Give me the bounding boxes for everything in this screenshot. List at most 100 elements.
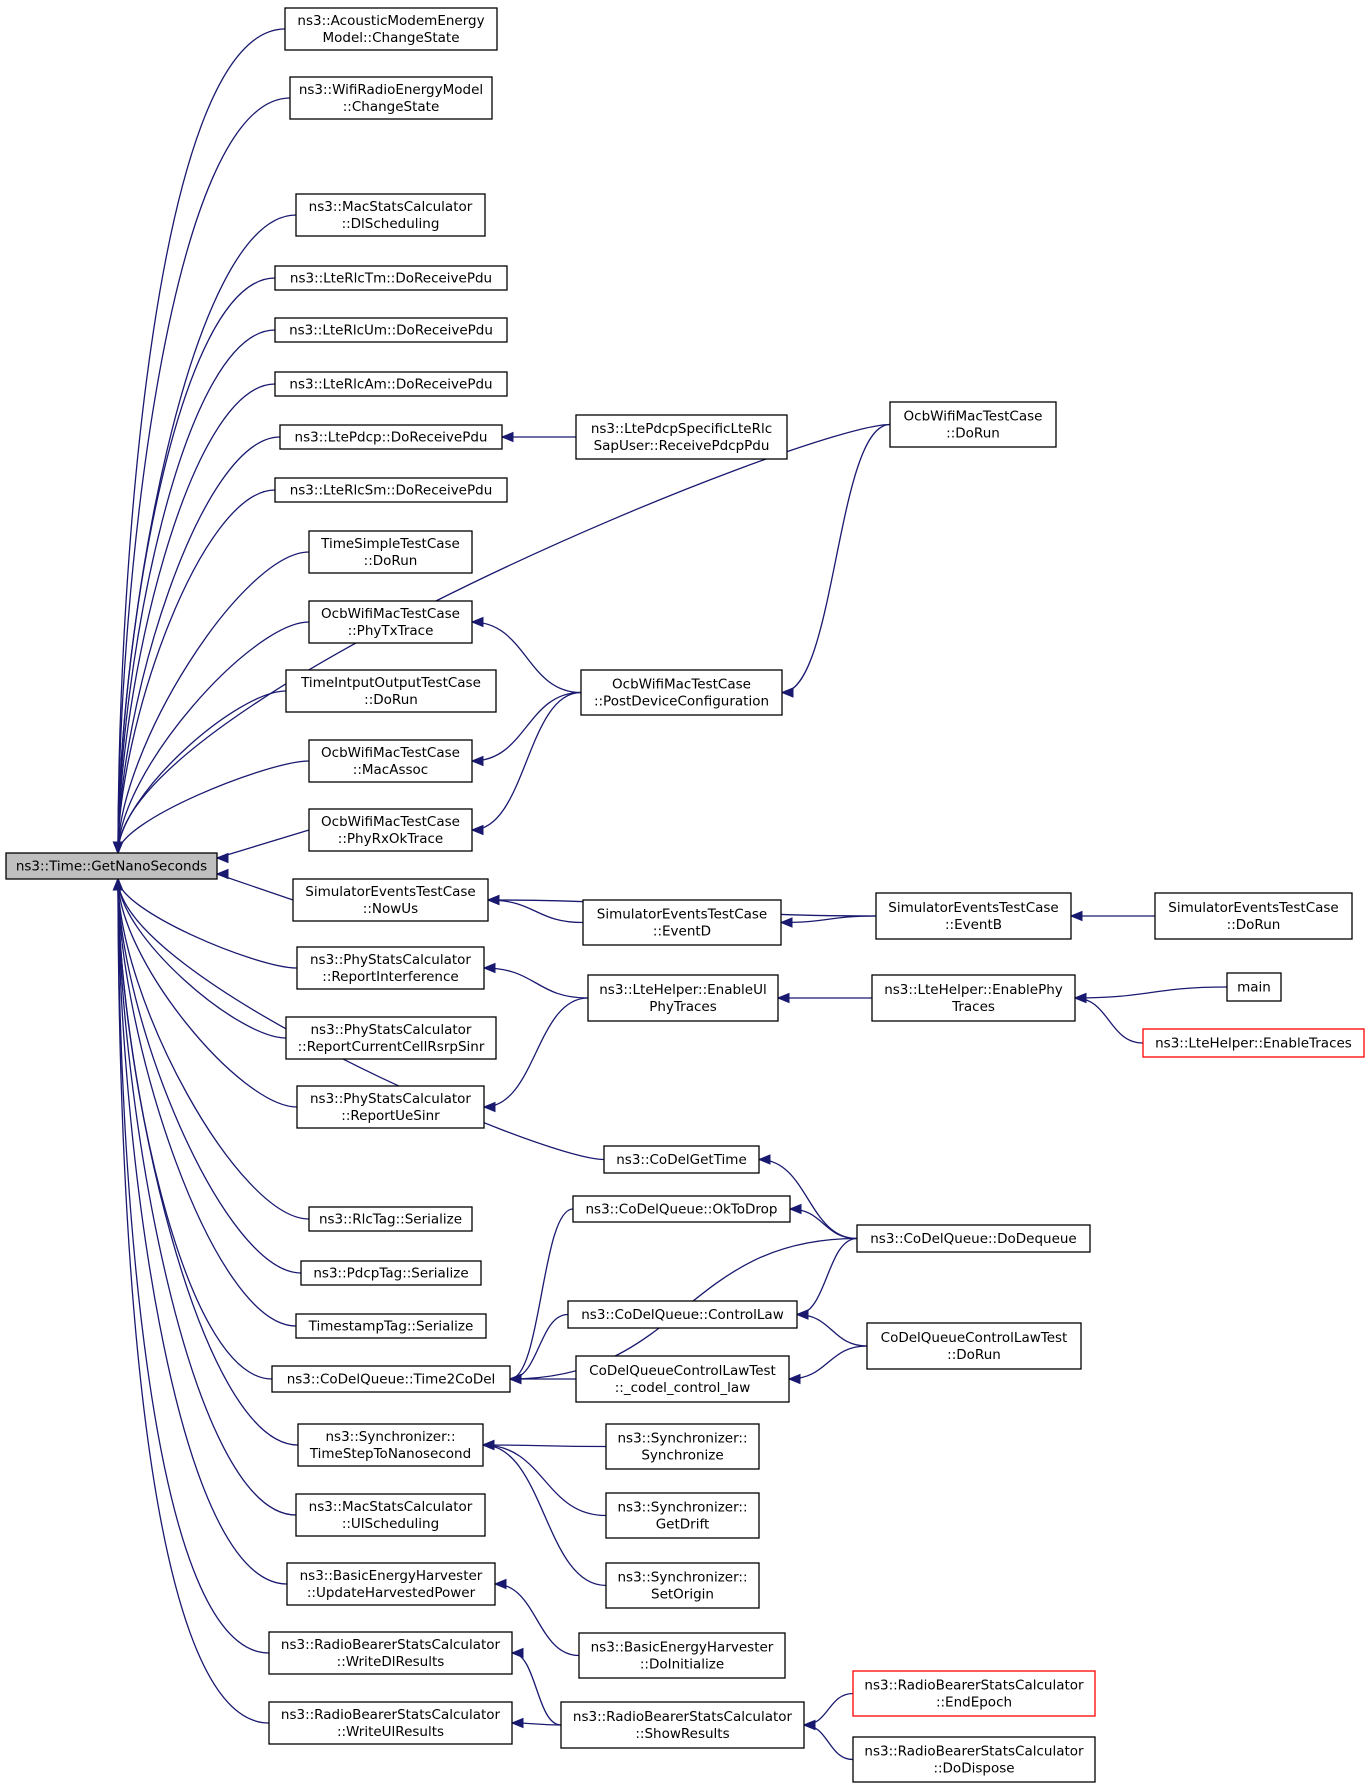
node-ns3-lterlcsm-doreceivepdu[interactable]: ns3::LteRlcSm::DoReceivePdu	[274, 477, 508, 503]
edge-enableul-to-repint	[483, 967, 589, 999]
node-box	[289, 76, 493, 120]
node-ns3-phystatscalculator-reportuesinr[interactable]: ns3::PhyStatsCalculator::ReportUeSinr	[296, 1085, 485, 1129]
node-timestamptag-serialize[interactable]: TimestampTag::Serialize	[295, 1313, 487, 1339]
node-box	[285, 1016, 497, 1060]
node-label: ::PhyTxTrace	[348, 623, 434, 639]
node-ns3-macstatscalculator-dlscheduling[interactable]: ns3::MacStatsCalculator::DlScheduling	[295, 193, 486, 237]
node-box	[856, 1224, 1091, 1253]
node-label: Traces	[951, 999, 995, 1015]
node-label: ::DlScheduling	[342, 216, 440, 232]
edge-timesimple-to-root	[117, 551, 310, 854]
edge-cltest-to-clcodel	[788, 1345, 868, 1380]
node-box	[567, 1300, 798, 1329]
node-ns3-codelqueue-time2codel[interactable]: ns3::CoDelQueue::Time2CoDel	[271, 1365, 511, 1393]
node-ocbwifimactestcase-postdeviceconfiguration[interactable]: OcbWifiMacTestCase::PostDeviceConfigurat…	[580, 669, 783, 716]
node-box	[300, 1260, 482, 1286]
node-label: ns3::PhyStatsCalculator	[310, 1091, 471, 1107]
node-ns3-acousticmodemenergy-model-changestate[interactable]: ns3::AcousticModemEnergyModel::ChangeSta…	[284, 7, 498, 51]
node-codelqueuecontrollawtest-codel-control-law[interactable]: CoDelQueueControlLawTest::_codel_control…	[575, 1355, 790, 1403]
node-label: CoDelQueueControlLawTest	[589, 1363, 776, 1379]
node-ns3-lterlcum-doreceivepdu[interactable]: ns3::LteRlcUm::DoReceivePdu	[274, 317, 508, 343]
node-box	[308, 530, 473, 574]
node-ocbwifimactestcase-dorun[interactable]: OcbWifiMacTestCase::DoRun	[889, 401, 1057, 448]
node-ns3-radiobearerstatscalculator-writeulresults[interactable]: ns3::RadioBearerStatsCalculator::WriteUl…	[268, 1701, 513, 1745]
node-label: TimeStepToNanosecond	[309, 1446, 471, 1462]
node-ns3-synchronizer-getdrift[interactable]: ns3::Synchronizer::GetDrift	[605, 1492, 760, 1539]
edge-wul-to-root	[117, 878, 270, 1724]
node-ns3-codelqueue-dodequeue[interactable]: ns3::CoDelQueue::DoDequeue	[856, 1224, 1091, 1253]
node-ns3-lterlcam-doreceivepdu[interactable]: ns3::LteRlcAm::DoReceivePdu	[274, 371, 508, 397]
node-layer: ns3::Time::GetNanoSeconds ns3::AcousticMo…	[5, 7, 1365, 1783]
node-label: ns3::BasicEnergyHarvester	[300, 1568, 483, 1584]
node-simulatoreventstestcase-nowus[interactable]: SimulatorEventsTestCase::NowUs	[292, 878, 489, 922]
node-ns3-phystatscalculator-reportcurrentcellrsrpsinr[interactable]: ns3::PhyStatsCalculator::ReportCurrentCe…	[285, 1016, 497, 1060]
node-label: SetOrigin	[651, 1587, 714, 1603]
node-codelqueuecontrollawtest-dorun[interactable]: CoDelQueueControlLawTest::DoRun	[866, 1322, 1082, 1370]
node-label: ns3::MacStatsCalculator	[309, 1499, 473, 1515]
node-label: ns3::LteHelper::EnableTraces	[1155, 1036, 1352, 1052]
edge-phyrx-to-root	[216, 829, 310, 859]
node-ns3-synchronizer-timesteptonanosecond[interactable]: ns3::Synchronizer::TimeStepToNanosecond	[297, 1423, 484, 1467]
node-box	[572, 1195, 791, 1223]
edge-showres-to-wdl	[511, 1652, 562, 1726]
node-ns3-synchronizer-setorigin[interactable]: ns3::Synchronizer::SetOrigin	[605, 1562, 760, 1609]
node-ns3-rlctag-serialize[interactable]: ns3::RlcTag::Serialize	[308, 1206, 473, 1232]
node-box	[871, 974, 1076, 1022]
node-ns3-ltehelper-enabletraces[interactable]: ns3::LteHelper::EnableTraces	[1142, 1028, 1365, 1058]
node-ocbwifimactestcase-phytxtrace[interactable]: OcbWifiMacTestCase::PhyTxTrace	[308, 600, 473, 644]
node-label: Model::ChangeState	[322, 30, 459, 46]
node-box	[1142, 1028, 1365, 1058]
edge-repint-to-root	[117, 878, 298, 969]
node-ocbwifimactestcase-macassoc[interactable]: OcbWifiMacTestCase::MacAssoc	[308, 739, 473, 783]
edge-ocbdorun-to-root	[117, 423, 891, 854]
node-simulatoreventstestcase-eventd[interactable]: SimulatorEventsTestCase::EventD	[582, 899, 782, 946]
node-box	[292, 878, 489, 922]
node-ns3-codelqueue-oktodrop[interactable]: ns3::CoDelQueue::OkToDrop	[572, 1195, 791, 1223]
node-label: ns3::LteRlcSm::DoReceivePdu	[290, 483, 493, 499]
edge-controllaw-to-t2codel	[509, 1313, 569, 1380]
node-ns3-synchronizer-synchronize[interactable]: ns3::Synchronizer::Synchronize	[605, 1423, 760, 1470]
node-label: ::UlScheduling	[342, 1516, 439, 1532]
node-ns3-lterlctm-doreceivepdu[interactable]: ns3::LteRlcTm::DoReceivePdu	[274, 265, 508, 291]
arrowhead-sync	[481, 1439, 495, 1451]
node-timesimpletestcase-dorun[interactable]: TimeSimpleTestCase::DoRun	[308, 530, 473, 574]
node-label: ns3::LtePdcpSpecificLteRlc	[591, 421, 772, 437]
node-ns3-radiobearerstatscalculator-endepoch[interactable]: ns3::RadioBearerStatsCalculator::EndEpoc…	[852, 1670, 1096, 1717]
arrowhead-pdcp	[500, 431, 514, 443]
node-ns3-time-getnanoseconds[interactable]: ns3::Time::GetNanoSeconds	[5, 852, 218, 880]
node-ns3-basicenergyharvester-doinitialize[interactable]: ns3::BasicEnergyHarvester::DoInitialize	[578, 1632, 786, 1679]
node-label: ns3::CoDelQueue::DoDequeue	[870, 1231, 1077, 1247]
edge-oktodrop-to-t2codel	[509, 1208, 574, 1380]
node-label: ns3::CoDelGetTime	[616, 1152, 747, 1168]
node-ns3-basicenergyharvester-updateharvestedpower[interactable]: ns3::BasicEnergyHarvester::UpdateHarvest…	[286, 1562, 496, 1606]
node-label: TimeIntputOutputTestCase	[300, 675, 481, 691]
node-main[interactable]: main	[1226, 972, 1282, 1002]
node-ns3-codelgettime[interactable]: ns3::CoDelGetTime	[603, 1145, 760, 1174]
edge-eventb-to-eventd	[780, 915, 877, 924]
node-label: ::EventD	[653, 924, 711, 940]
node-ns3-radiobearerstatscalculator-showresults[interactable]: ns3::RadioBearerStatsCalculator::ShowRes…	[560, 1701, 805, 1749]
node-label: ns3::RadioBearerStatsCalculator	[281, 1637, 501, 1653]
node-ns3-ltepdcp-doreceivepdu[interactable]: ns3::LtePdcp::DoReceivePdu	[279, 424, 503, 450]
node-ns3-pdcptag-serialize[interactable]: ns3::PdcpTag::Serialize	[300, 1260, 482, 1286]
node-ns3-macstatscalculator-ulscheduling[interactable]: ns3::MacStatsCalculator::UlScheduling	[295, 1493, 486, 1537]
node-ns3-codelqueue-controllaw[interactable]: ns3::CoDelQueue::ControlLaw	[567, 1300, 798, 1329]
node-ns3-radiobearerstatscalculator-writedlresults[interactable]: ns3::RadioBearerStatsCalculator::WriteDl…	[268, 1631, 513, 1675]
edge-dodispose-to-showres	[803, 1724, 854, 1761]
node-label: ns3::Time::GetNanoSeconds	[16, 859, 207, 875]
node-label: ::ReportCurrentCellRsrpSinr	[298, 1039, 485, 1055]
node-ns3-radiobearerstatscalculator-dodispose[interactable]: ns3::RadioBearerStatsCalculator::DoDispo…	[852, 1736, 1096, 1783]
node-label: ::ReportUeSinr	[341, 1108, 440, 1124]
arrowhead-postdev	[780, 687, 794, 698]
node-timeintputoutputtestcase-dorun[interactable]: TimeIntputOutputTestCase::DoRun	[285, 669, 497, 713]
node-ns3-phystatscalculator-reportinterference[interactable]: ns3::PhyStatsCalculator::ReportInterfere…	[296, 946, 485, 990]
edge-harv-to-root	[117, 878, 288, 1585]
node-simulatoreventstestcase-dorun[interactable]: SimulatorEventsTestCase::DoRun	[1154, 892, 1353, 940]
node-simulatoreventstestcase-eventb[interactable]: SimulatorEventsTestCase::EventB	[875, 892, 1072, 940]
node-ns3-wifiradioenergymodel-changestate[interactable]: ns3::WifiRadioEnergyModel::ChangeState	[289, 76, 493, 120]
node-ocbwifimactestcase-phyrxoktrace[interactable]: OcbWifiMacTestCase::PhyRxOkTrace	[308, 808, 473, 852]
node-ns3-ltepdcpspecificlterlc-sapuser-receivepdcppdu[interactable]: ns3::LtePdcpSpecificLteRlcSapUser::Recei…	[575, 414, 788, 460]
node-label: TimestampTag::Serialize	[308, 1319, 474, 1335]
